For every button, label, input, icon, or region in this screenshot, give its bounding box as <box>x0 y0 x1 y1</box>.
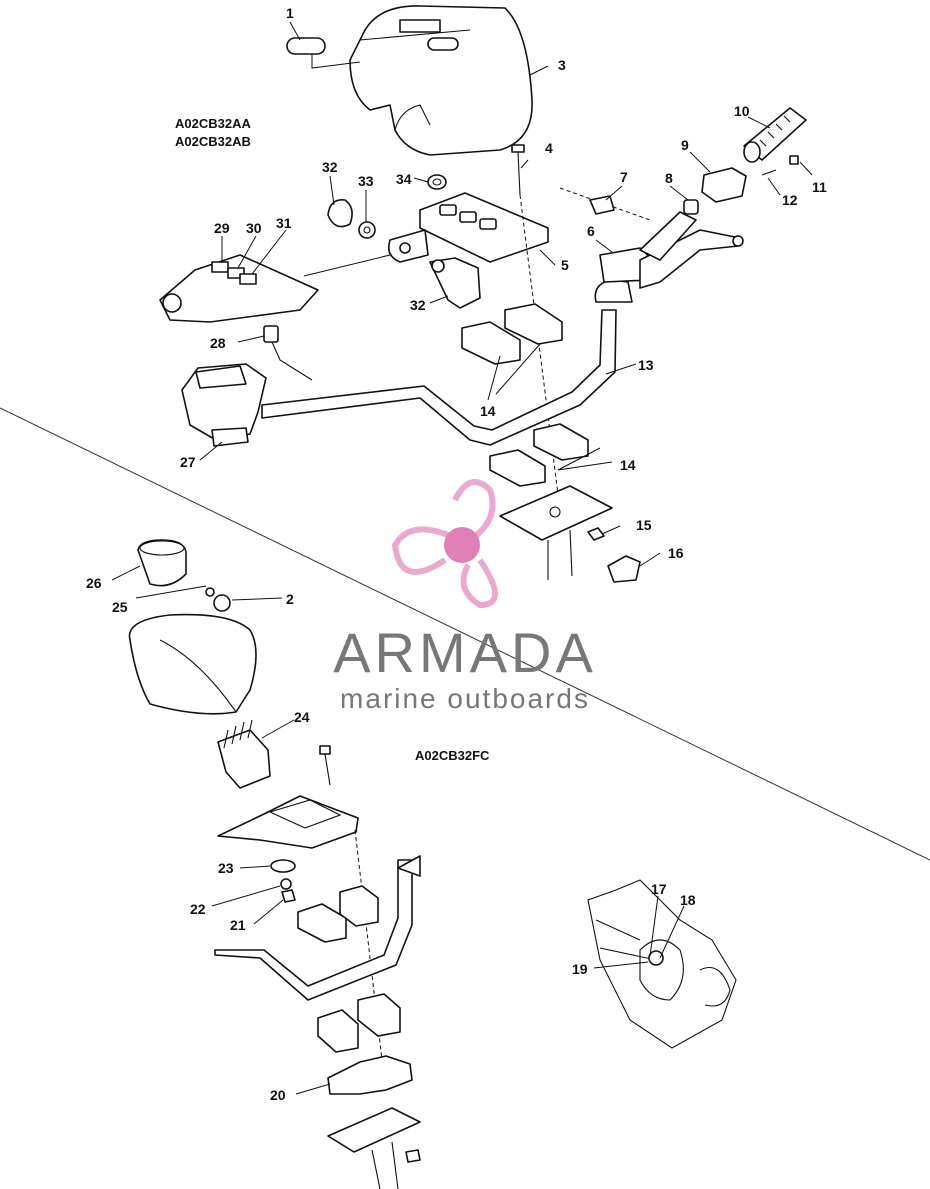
callout-18: 18 <box>680 892 696 908</box>
clamp-20 <box>327 1055 413 1095</box>
callout-33: 33 <box>358 173 374 189</box>
callout-26: 26 <box>86 575 102 591</box>
callout-9: 9 <box>681 137 689 153</box>
callout-23: 23 <box>218 860 234 876</box>
switch-panel <box>159 254 319 323</box>
callout-2: 2 <box>286 591 294 607</box>
bolt-4 <box>511 144 525 196</box>
model-code-bottom: A02CB32FC <box>415 748 490 763</box>
washer-22 <box>280 878 292 890</box>
callout-25: 25 <box>112 599 128 615</box>
watermark-logo <box>391 479 498 609</box>
callout-11: 11 <box>812 179 827 195</box>
callout-14a: 14 <box>480 403 496 419</box>
model-code-1: A02CB32AA <box>175 116 251 131</box>
callout-3: 3 <box>558 57 566 73</box>
callout-28: 28 <box>210 335 226 351</box>
callout-21: 21 <box>230 917 246 933</box>
callout-labels: 1 2 3 4 5 6 7 8 9 10 11 12 13 14 14 15 1… <box>86 5 827 1103</box>
watermark-tagline: marine outboards <box>340 683 590 714</box>
callout-30: 30 <box>246 220 262 236</box>
switch-parts <box>327 174 481 309</box>
section-divider <box>0 407 930 861</box>
callout-34: 34 <box>396 171 412 187</box>
handlebar <box>261 309 617 446</box>
washer-23 <box>270 859 296 873</box>
callout-27: 27 <box>180 454 196 470</box>
callout-1: 1 <box>286 5 294 21</box>
callout-32b: 32 <box>410 297 426 313</box>
decal-part <box>286 37 326 55</box>
callout-14b: 14 <box>620 457 636 473</box>
callout-17: 17 <box>651 881 667 897</box>
engine-inset <box>587 879 737 1049</box>
callout-32a: 32 <box>322 159 338 175</box>
watermark-brand: ARMADA <box>333 621 597 684</box>
bolt-lower <box>319 745 331 786</box>
nut-21 <box>281 889 296 903</box>
lower-clamps-lower <box>317 993 401 1053</box>
lower-bracket <box>217 795 359 849</box>
callout-31: 31 <box>276 215 292 231</box>
callout-20: 20 <box>270 1087 286 1103</box>
callout-6: 6 <box>587 223 595 239</box>
callout-24: 24 <box>294 709 310 725</box>
mounting-bracket <box>387 192 549 263</box>
callout-16: 16 <box>668 545 684 561</box>
callout-15: 15 <box>636 517 652 533</box>
terminal-block <box>217 719 271 789</box>
model-code-2: A02CB32AB <box>175 134 251 149</box>
instrument-pod <box>128 587 257 715</box>
control-housing <box>181 363 267 447</box>
callout-19: 19 <box>572 961 588 977</box>
lower-plate <box>327 1107 421 1189</box>
meter-cap <box>137 539 187 587</box>
lower-clamps <box>489 423 613 580</box>
nut-15 <box>587 527 605 541</box>
brake-lever-assembly <box>594 107 807 303</box>
cap-16 <box>607 555 641 583</box>
callout-10: 10 <box>734 103 750 119</box>
callout-12: 12 <box>782 192 798 208</box>
connector-plug <box>263 325 313 381</box>
callout-13: 13 <box>638 357 654 373</box>
callout-8: 8 <box>665 170 673 186</box>
upper-clamps <box>461 303 563 365</box>
callout-29: 29 <box>214 220 230 236</box>
callout-22: 22 <box>190 901 206 917</box>
callout-5: 5 <box>561 257 569 273</box>
lower-handlebar <box>214 859 413 1001</box>
callout-7: 7 <box>620 169 628 185</box>
handlebar-cover <box>349 5 533 156</box>
lower-clamps-upper <box>297 885 379 943</box>
callout-4: 4 <box>545 140 553 156</box>
leader-lines <box>111 21 813 1095</box>
